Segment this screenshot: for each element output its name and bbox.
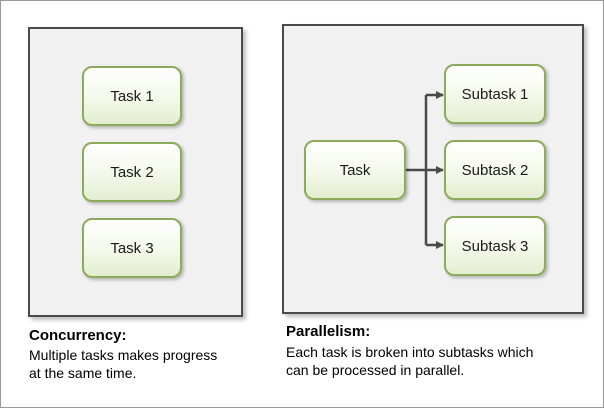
concurrency-task-2: Task 2 [82, 142, 182, 202]
parallelism-subtask-2: Subtask 2 [444, 140, 546, 200]
concurrency-caption-title: Concurrency: [29, 327, 127, 344]
parallelism-task: Task [304, 140, 406, 200]
parallelism-caption-line-1: Each task is broken into subtasks which [286, 344, 534, 360]
parallelism-caption-title: Parallelism: [286, 323, 371, 340]
parallelism-caption-line-2: can be processed in parallel. [286, 362, 465, 378]
concurrency-caption-line-2: at the same time. [29, 365, 137, 381]
parallelism-subtask-1: Subtask 1 [444, 64, 546, 124]
parallelism-subtask-3: Subtask 3 [444, 216, 546, 276]
concurrency-task-1: Task 1 [82, 66, 182, 126]
concurrency-task-3: Task 3 [82, 218, 182, 278]
concurrency-caption-line-1: Multiple tasks makes progress [29, 347, 218, 363]
